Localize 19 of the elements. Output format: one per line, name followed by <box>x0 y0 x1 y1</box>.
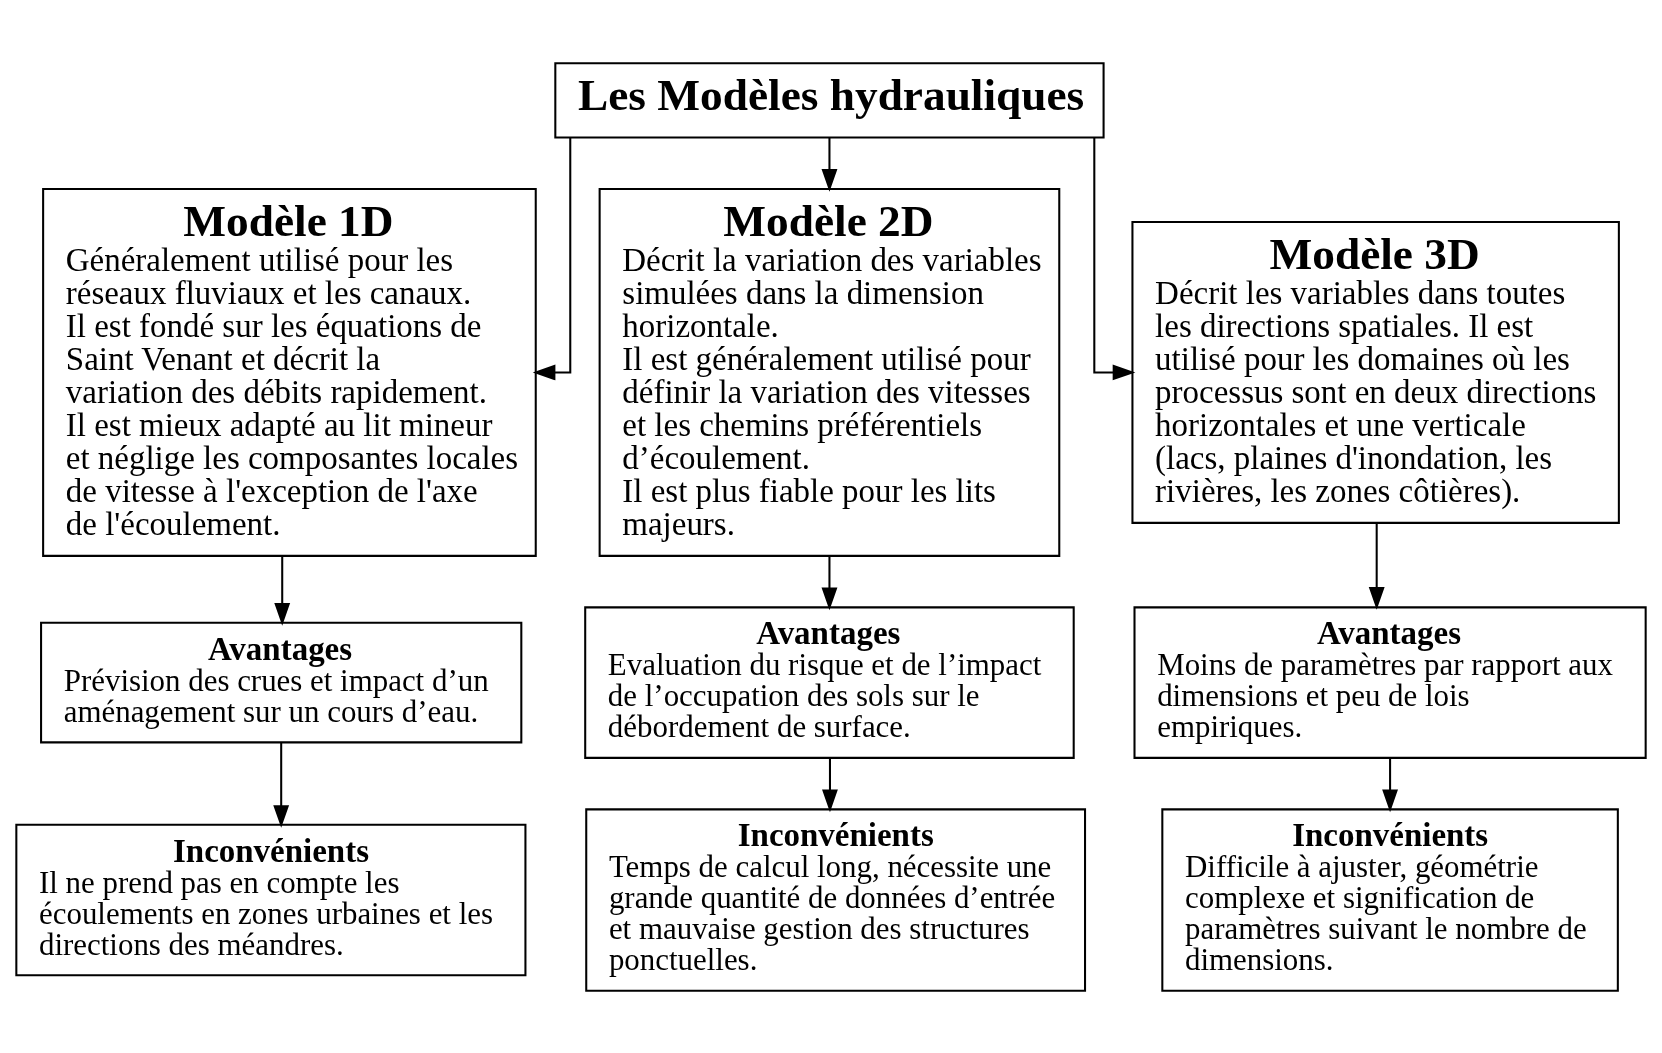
node-box: Modèle 2D Décrit la variation des variables simulées dans la dimension horizontale. Il est généralement utilisé pour définir la variation des vitesses et les chemins préférentiels d’écoulement. Il est plus fiable pour les lits majeurs. <box>598 187 1061 557</box>
arrow <box>1382 757 1399 812</box>
arrow <box>822 757 838 812</box>
node-box: Avantages Moins de paramètres par rapport aux dimensions et peu de lois empiriques. <box>1133 605 1647 759</box>
arrow <box>1368 522 1385 610</box>
node-box: Inconvénients Difficile à ajuster, géométrie complexe et signification de paramètres suivant le nombre de dimensions. <box>1161 807 1619 992</box>
node-box: Inconvénients Il ne prend pas en compte les écoulements en zones urbaines et les directions des méandres. <box>15 823 527 976</box>
node-box: Modèle 1D Généralement utilisé pour les réseaux fluviaux et les canaux. Il est fondé sur les équations de Saint Venant et décrit la variation des débits rapidement. Il est mieux adapté au lit mineur et néglige les composantes locales de vitesse à l'exception de l'axe de l'écoulement. <box>42 187 537 557</box>
node-box: Avantages Evaluation du risque et de l’impact de l’occupation des sols sur le débordement de surface. <box>584 605 1075 759</box>
arrow <box>532 137 572 380</box>
node-box: Avantages Prévision des crues et impact d’un aménagement sur un cours d’eau. <box>40 621 523 743</box>
arrow <box>274 555 291 626</box>
node-box: Inconvénients Temps de calcul long, nécessite une grande quantité de données d’entrée et mauvaise gestion des structures ponctuelles. <box>585 807 1087 992</box>
arrow <box>1093 137 1136 380</box>
node-box: Les Modèles hydrauliques <box>554 61 1105 138</box>
arrow <box>821 137 838 192</box>
arrow <box>273 742 290 828</box>
arrow <box>821 555 838 610</box>
node-box: Modèle 3D Décrit les variables dans toutes les directions spatiales. Il est utilisé pour les domaines où les processus sont en deux directions horizontales et une verticale (lacs, plaines d'inondation, les rivières, les zones côtières). <box>1131 220 1620 524</box>
